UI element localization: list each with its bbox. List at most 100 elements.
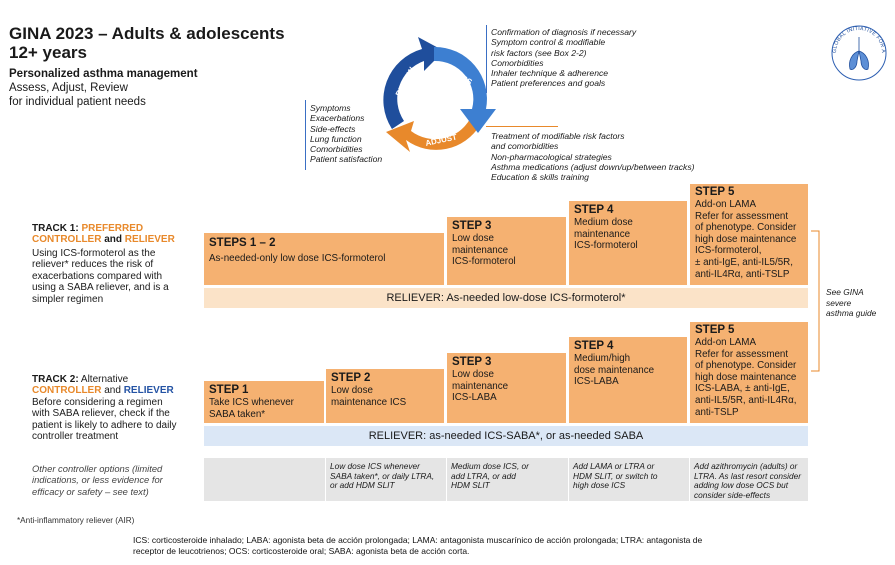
step-body: ICS-LABA [574,376,619,388]
track1-word1: PREFERRED [81,223,144,234]
title-line-2: 12+ years [9,43,87,62]
review-item: Exacerbations [310,113,365,124]
review-item: Lung function [310,133,362,144]
see-gina-line: severe [826,297,852,308]
review-item: Patient satisfaction [310,154,383,165]
step-body: Add-on LAMA [695,337,756,348]
other-cell-line: consider side-effects [694,489,771,500]
step-body: SABA taken* [209,408,266,420]
adjust-list: Treatment of modifiable risk factors and… [491,131,695,182]
page-title: GINA 2023 – Adults & adolescents 12+ yea… [9,24,309,62]
track1-label: TRACK 1: PREFERRED CONTROLLER and RELIEV… [32,223,204,246]
severe-asthma-bracket [811,230,820,372]
track2-word2: CONTROLLER [32,385,102,397]
assess-item: Symptom control & modifiable [491,37,606,48]
abbreviation-glossary: ICS: corticosteroide inhalado; LABA: ago… [133,535,702,556]
step-heading: STEP 1 [209,384,249,396]
step-body: Medium/high [574,353,631,364]
step-heading: STEP 3 [452,356,492,368]
track2-prefix: TRACK 2: [32,374,79,385]
tagline-line-2: for individual patient needs [9,96,146,108]
step-body: anti-IL5/5R, anti-IL4Rα, [695,394,797,406]
other-options-line: efficacy or safety – see text) [32,485,149,497]
step-heading: STEP 5 [695,186,735,198]
other-cell-line: or add HDM SLIT [330,480,395,491]
see-gina-note: See GINA severe asthma guide [826,287,876,319]
track1-step-4: STEP 4 Medium dose maintenance ICS-formo… [569,201,687,285]
step-heading: STEP 3 [452,220,492,232]
step-body: ± anti-IgE, anti-IL5/5R, [695,256,793,268]
track2-step-5: STEP 5 Add-on LAMA Refer for assessment … [690,322,808,423]
step-heading: STEP 5 [695,324,735,336]
step-body: ICS-formoterol [452,256,516,268]
step-body: Add-on LAMA [695,199,756,210]
track2-reliever-bar: RELIEVER: as-needed ICS-SABA*, or as-nee… [204,426,808,446]
track1-word3: RELIEVER [124,234,175,246]
review-list: Symptoms Exacerbations Side-effects Lung… [310,103,382,165]
other-options-cell-step4: Add LAMA or LTRA or HDM SLIT, or switch … [569,458,689,501]
glossary-line: receptor de leucotrienos; OCS: corticost… [133,545,470,556]
step-body: of phenotype. Consider [695,222,797,234]
logo-text: GLOBAL INITIATIVE FOR ASTHMA [826,17,886,54]
track2-step-1: STEP 1 Take ICS whenever SABA taken* [204,381,324,423]
other-cell-line: Add azithromycin (adults) or [694,461,798,471]
review-item: Symptoms [310,103,351,113]
track1-reliever-bar: RELIEVER: As-needed low-dose ICS-formote… [204,288,808,308]
track1-step-5: STEP 5 Add-on LAMA Refer for assessment … [690,184,808,285]
cycle-diagram: REVIEW ASSESS ADJUST [383,37,496,152]
footnote: *Anti-inflammatory reliever (AIR) [17,516,135,525]
track1-description: Using ICS-formoterol as the reliever* re… [32,248,204,305]
step-body: Refer for assessment [695,348,789,360]
track1-step-3: STEP 3 Low dose maintenance ICS-formoter… [447,217,566,285]
step-body: ICS-LABA [452,392,497,404]
step-body: Take ICS whenever [209,397,294,408]
step-body: Medium dose [574,217,633,228]
step-body: As-needed-only low dose ICS-formoterol [209,253,386,264]
step-heading: STEP 2 [331,372,371,384]
track1-and: and [104,234,123,246]
subtitle: Personalized asthma management [9,68,198,80]
step-body: ICS-formoterol, [695,245,762,257]
step-body: Low dose [331,385,373,396]
step-body: Low dose [452,369,494,380]
review-bracket [305,100,306,170]
track1-word2: CONTROLLER [32,234,102,246]
adjust-item: Treatment of modifiable risk factors [491,131,625,141]
other-cell-line: LTRA. As last resort consider [694,470,801,481]
review-item: Comorbidities [310,144,363,155]
assess-arrow [434,46,496,133]
adjust-item: Non-pharmacological strategies [491,151,612,162]
track1-desc-line: Using ICS-formoterol as the [32,248,156,259]
track1-desc-line: exacerbations compared with [32,270,163,282]
step-body: high dose maintenance [695,233,797,245]
other-cell-line: Medium dose ICS, or [451,461,529,471]
track1-desc-line: using a SABA reliever, and is a [32,282,169,294]
other-options-line: indications, or less evidence for [32,474,163,486]
track1-desc-line: reliever* reduces the risk of [32,259,154,271]
lungs-icon [849,37,869,70]
step-body: anti-TSLP [695,406,739,418]
other-options-cell-step1 [204,458,325,501]
svg-text:GLOBAL INITIATIVE FOR ASTHMA: GLOBAL INITIATIVE FOR ASTHMA [826,17,886,54]
other-cell-line: HDM SLIT [451,480,490,491]
title-line-1: GINA 2023 – Adults & adolescents [9,24,285,43]
assess-item: Inhaler technique & adherence [491,68,609,79]
other-options-line: Other controller options (limited [32,463,163,474]
adjust-item: Asthma medications (adjust down/up/betwe… [491,161,695,172]
track2-word3: RELIEVER [123,385,174,397]
track2-and: and [104,385,121,397]
other-options-label: Other controller options (limited indica… [32,463,163,497]
other-cell-line: high dose ICS [573,480,626,491]
review-arrow [383,37,444,129]
track2-desc-line: patient is likely to adhere to daily [32,419,177,431]
step-body: maintenance [452,380,509,392]
step-body: Low dose [452,233,494,244]
tagline-line-1: Assess, Adjust, Review [9,82,128,94]
other-cell-line: add LTRA, or add [451,470,516,481]
review-item: Side-effects [310,123,356,134]
track1-desc-line: simpler regimen [32,293,104,305]
track1-prefix: TRACK 1: [32,223,79,234]
see-gina-line: asthma guide [826,308,877,318]
track2-desc-line: with SABA reliever, check if the [32,408,170,420]
track2-label: TRACK 2: Alternative CONTROLLER and RELI… [32,374,204,442]
